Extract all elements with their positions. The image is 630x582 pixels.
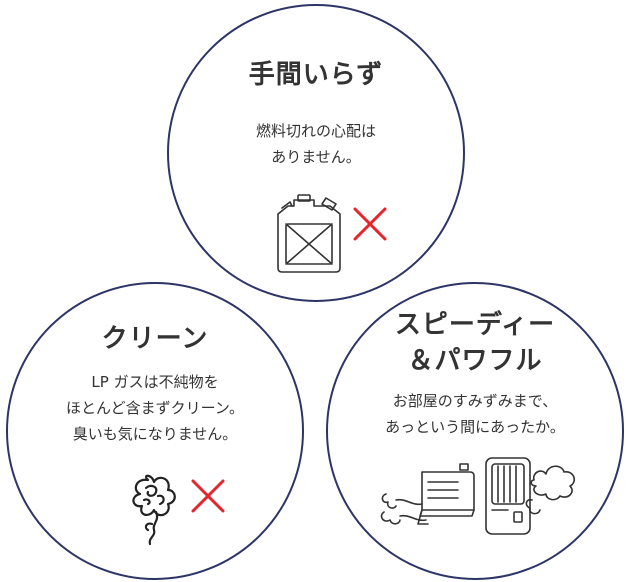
circle-hassle-free [167, 4, 465, 302]
title-hassle-free: 手間いらず [248, 60, 384, 90]
title-speedy: スピーディー [394, 310, 556, 340]
text-line: LP ガスは不純物を [91, 373, 219, 391]
cross-mark-icon [191, 479, 225, 513]
fan-heater-icon [417, 463, 475, 525]
warm-air-icon [525, 465, 576, 515]
text-line: お部屋のすみずみまで、 [392, 392, 558, 410]
space-heater-icon [485, 457, 531, 535]
text-line: 臭いも気になりません。 [72, 425, 238, 443]
heaters-illustration [380, 457, 576, 535]
text-clean: LP ガスは不純物を ほとんど含まずクリーン。 臭いも気になりません。 [6, 369, 304, 447]
warm-air-icon [380, 493, 427, 525]
text-line: 燃料切れの心配は [255, 122, 376, 140]
circle-clean [6, 282, 304, 580]
circle-speedy-powerful [326, 282, 624, 580]
fuel-tank-icon [277, 194, 341, 273]
smell-curl-icon [132, 474, 176, 546]
text-line: ほとんど含まずクリーン。 [66, 399, 244, 417]
title-clean: クリーン [101, 324, 209, 354]
text-line: ありません。 [271, 148, 361, 166]
title-powerful: ＆パワフル [407, 346, 543, 376]
text-line: あっという間にあったか。 [385, 418, 565, 436]
cross-mark-icon [353, 207, 387, 241]
text-speedy-powerful: お部屋のすみずみまで、 あっという間にあったか。 [326, 388, 624, 440]
text-hassle-free: 燃料切れの心配は ありません。 [167, 118, 465, 170]
